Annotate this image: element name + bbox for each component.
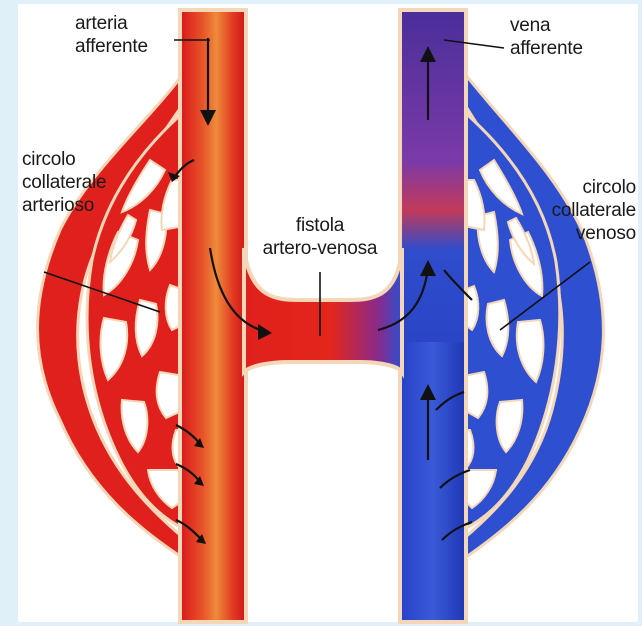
label-arteria-afferente: arteria afferente [75, 12, 148, 58]
label-circolo-collaterale-venoso: circolo collaterale venoso [524, 176, 636, 245]
fistula-bridge [244, 248, 402, 372]
venous-collateral-network [462, 70, 603, 560]
label-circolo-collaterale-arterioso: circolo collaterale arterioso [22, 148, 106, 217]
arterial-collateral-network [38, 70, 187, 560]
main-artery [180, 10, 246, 622]
label-fistola-artero-venosa: fistola artero-venosa [262, 214, 378, 260]
label-vena-afferente: vena afferente [510, 14, 583, 60]
